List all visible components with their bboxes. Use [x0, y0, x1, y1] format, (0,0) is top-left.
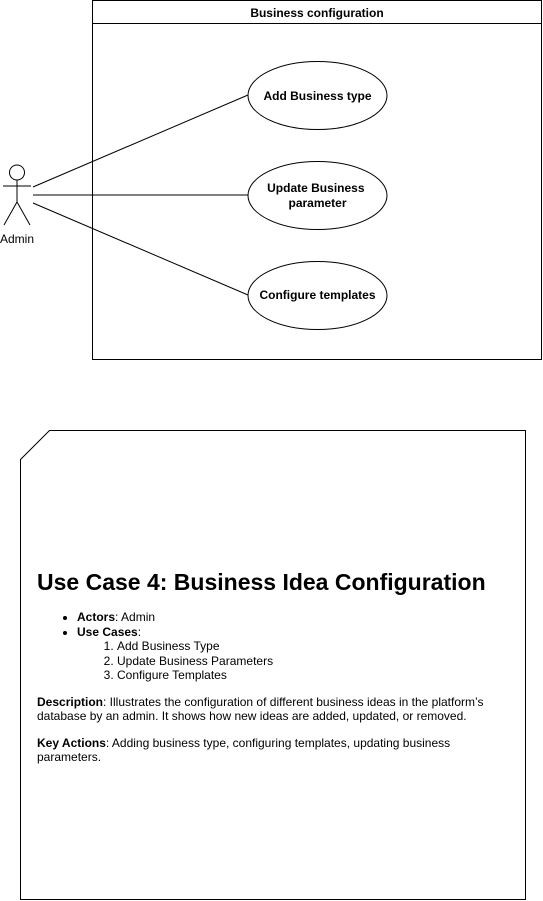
association-add-business-type[interactable]: [32, 94, 249, 188]
actors-item: Actors: Admin: [77, 610, 515, 625]
use-case-ellipse: [247, 61, 388, 130]
description-paragraph: Description: Illustrates the configurati…: [37, 695, 515, 724]
use-cases-label: Use Cases: [77, 624, 138, 639]
note-content: Use Case 4: Business Idea Configuration …: [37, 568, 515, 765]
key-actions-paragraph: Key Actions: Adding business type, confi…: [37, 736, 515, 765]
use-case-label-line: parameter: [288, 196, 346, 210]
actor-label: Admin: [0, 232, 34, 246]
use-case-ellipse: [247, 261, 388, 330]
use-case-label-line: Add Business type: [263, 89, 371, 103]
note-bullet-list: Actors: Admin Use Cases: Add Business Ty…: [37, 610, 515, 683]
stick-figure-icon: [3, 164, 31, 226]
actors-separator: :: [115, 610, 122, 624]
system-title: Business configuration: [250, 6, 383, 20]
key-actions-text: : Adding business type, configuring temp…: [37, 735, 451, 765]
use-case-list-item: Configure Templates: [117, 668, 515, 683]
description-label: Description: [37, 694, 104, 709]
use-case-ellipse: [247, 161, 388, 230]
use-case-add-business-type[interactable]: Add Business type: [247, 61, 388, 130]
actors-label: Actors: [77, 610, 116, 624]
association-configure-templates[interactable]: [32, 202, 249, 296]
use-case-label: Configure templates: [259, 288, 375, 302]
actor-admin[interactable]: Admin: [0, 164, 34, 246]
use-case-list-item: Update Business Parameters: [117, 654, 515, 669]
use-case-label: Update Business parameter: [267, 181, 368, 210]
note-card[interactable]: [20, 430, 526, 900]
key-actions-label: Key Actions: [37, 735, 106, 750]
description-text: : Illustrates the configuration of diffe…: [37, 694, 484, 724]
note-title: Use Case 4: Business Idea Configuration: [37, 569, 486, 595]
use-case-update-business-parameter[interactable]: Update Business parameter: [247, 161, 388, 230]
use-case-configure-templates[interactable]: Configure templates: [247, 261, 388, 330]
use-case-list-item: Add Business Type: [117, 639, 515, 654]
use-case-numbered-list: Add Business Type Update Business Parame…: [77, 639, 515, 683]
use-case-label-line: Configure templates: [259, 288, 375, 302]
use-cases-item: Use Cases: Add Business Type Update Busi…: [77, 625, 515, 683]
use-case-label: Add Business type: [263, 89, 371, 103]
use-cases-separator: :: [137, 624, 142, 639]
actors-value: Admin: [121, 610, 156, 624]
use-case-label-line: Update Business: [267, 181, 365, 195]
